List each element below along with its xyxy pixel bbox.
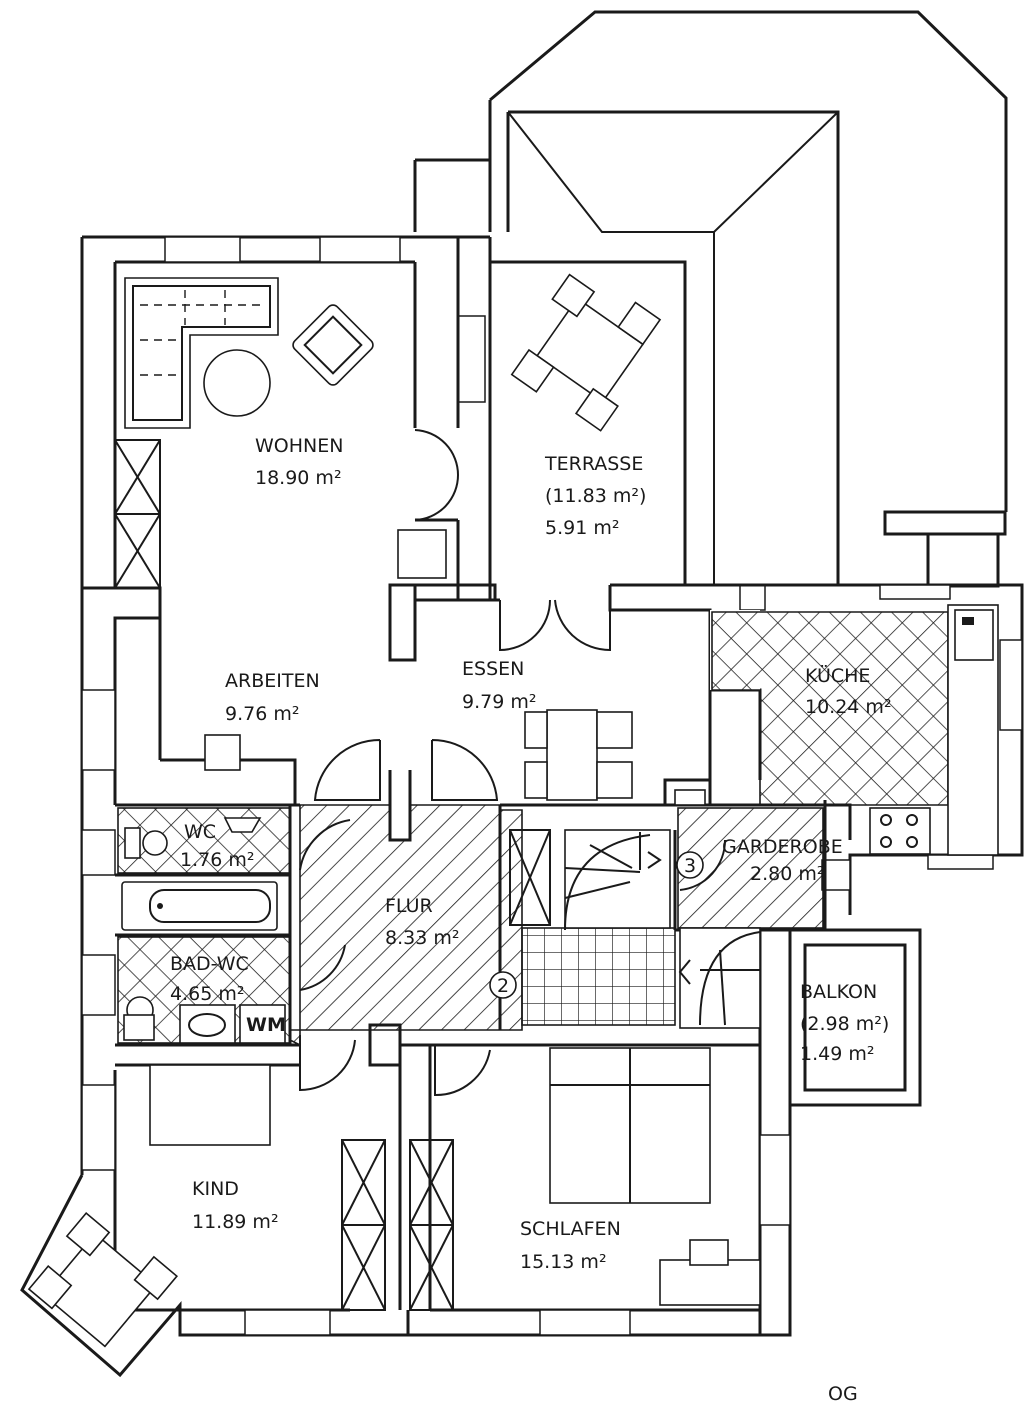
room-area-terrasse: 5.91 m² — [545, 517, 619, 539]
room-area-wohnen: 18.90 m² — [255, 467, 342, 489]
room-name-arbeiten: ARBEITEN — [225, 670, 320, 692]
marker-3: 3 — [684, 855, 696, 877]
room-area-garderobe: 2.80 m² — [750, 863, 824, 885]
room-name-balkon: BALKON — [800, 981, 877, 1003]
room-area-gross-terrasse: (11.83 m²) — [545, 485, 646, 507]
room-name-bad-wc: BAD-WC — [170, 953, 249, 975]
room-name-schlafen: SCHLAFEN — [520, 1218, 621, 1240]
doors — [299, 429, 727, 1097]
room-name-wc: WC — [184, 821, 216, 843]
roof-outline — [413, 10, 1008, 588]
room-name-kind: KIND — [192, 1178, 239, 1200]
room-name-garderobe: GARDEROBE — [722, 836, 843, 858]
room-area-essen: 9.79 m² — [462, 691, 536, 713]
windows — [81, 236, 1023, 1336]
room-area-schlafen: 15.13 m² — [520, 1251, 607, 1273]
room-area-wc: 1.76 m² — [180, 849, 254, 871]
stair-markers: 2 3 — [489, 851, 704, 999]
room-name-wohnen: WOHNEN — [255, 435, 343, 457]
marker-2: 2 — [497, 975, 509, 997]
room-name-flur: FLUR — [385, 895, 433, 917]
furniture — [27, 273, 999, 1348]
room-area-gross-balkon: (2.98 m²) — [800, 1013, 889, 1035]
room-area-flur: 8.33 m² — [385, 927, 459, 949]
room-name-terrasse: TERRASSE — [544, 453, 643, 475]
room-name-essen: ESSEN — [462, 658, 524, 680]
floor-label: OG — [828, 1383, 858, 1405]
room-labels: WOHNEN 18.90 m² TERRASSE (11.83 m²) 5.91… — [170, 435, 892, 1273]
room-name-kueche: KÜCHE — [805, 664, 870, 687]
room-area-kind: 11.89 m² — [192, 1211, 279, 1233]
cupboards — [114, 439, 454, 1311]
room-area-kueche: 10.24 m² — [805, 696, 892, 718]
washing-machine-label: WM — [246, 1014, 286, 1036]
room-area-balkon: 1.49 m² — [800, 1043, 874, 1065]
staircase — [509, 829, 761, 1029]
room-area-bad-wc: 4.65 m² — [170, 983, 244, 1005]
room-area-arbeiten: 9.76 m² — [225, 703, 299, 725]
